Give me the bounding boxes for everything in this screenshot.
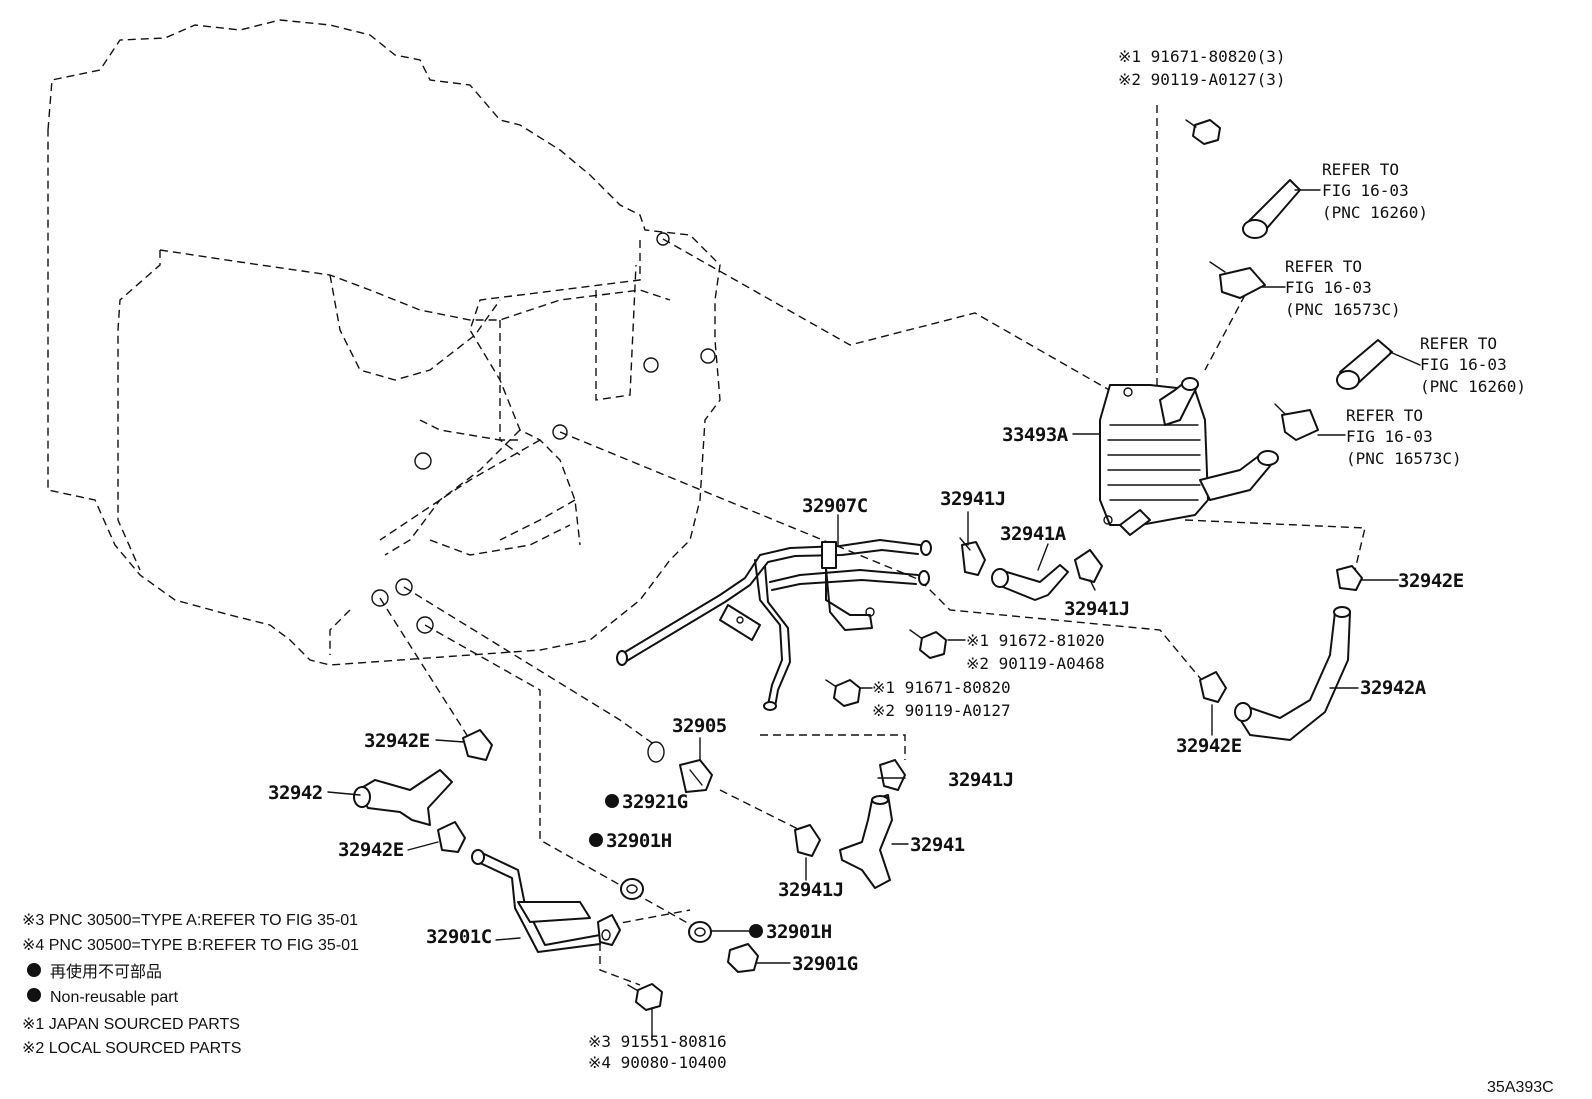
svg-text:REFER TO: REFER TO [1285, 257, 1362, 276]
bolt-bottom-type-a: ※3 91551-80816 [588, 1032, 727, 1051]
callout-32905: 32905 [672, 715, 727, 737]
callout-32901C: 32901C [426, 926, 492, 948]
bolt-mid-local: ※2 90119-A0468 [966, 654, 1105, 673]
reference-note-2: REFER TO FIG 16-03 (PNC 16573C) [1285, 257, 1401, 319]
pipe-bolt-lower [825, 679, 861, 707]
callout-32941A: 32941A [1000, 523, 1067, 545]
legend-nonreusable-jp: 再使用不可部品 [50, 963, 162, 981]
hose-32941 [839, 794, 893, 889]
callout-32942E-b: 32942E [1176, 735, 1242, 757]
svg-text:FIG 16-03: FIG 16-03 [1346, 427, 1433, 446]
callout-32941J-b: 32941J [1064, 598, 1130, 620]
bolt-mid-japan: ※1 91672-81020 [966, 631, 1105, 650]
hose-32942A [1234, 606, 1351, 741]
washer-32901H-lower [688, 921, 712, 943]
callout-32901H-b: 32901H [766, 921, 832, 943]
bolt-32901G [727, 943, 759, 973]
transaxle-housing [47, 19, 721, 666]
gasket-32921G [647, 741, 665, 763]
hose-32941A [991, 564, 1069, 601]
hose-32942 [353, 769, 453, 826]
reference-note-3: REFER TO FIG 16-03 (PNC 16260) [1420, 334, 1526, 396]
clamp-32942E-right [1336, 565, 1363, 591]
callout-32941: 32941 [910, 834, 965, 856]
ref-hose-upper [1242, 179, 1301, 239]
svg-text:REFER TO: REFER TO [1322, 160, 1399, 179]
callout-32941J-a: 32941J [940, 488, 1006, 510]
pipe-32901C [471, 849, 601, 953]
pipe-bolt-upper [909, 629, 947, 659]
nonreusable-dot-32901H-b [749, 924, 763, 938]
callout-32901G: 32901G [792, 953, 858, 975]
callout-32942E-d: 32942E [338, 839, 404, 861]
bolt-low-japan: ※1 91671-80820 [872, 678, 1011, 697]
cooler-bolt [1185, 119, 1221, 145]
callout-32942E-c: 32942E [364, 730, 430, 752]
ref-clamp-middle [1274, 403, 1319, 441]
callout-32941J-d: 32941J [948, 769, 1014, 791]
bolt-low-local: ※2 90119-A0127 [872, 701, 1011, 720]
washer-32901H-upper [620, 878, 644, 900]
nonreusable-dot-32901H-a [589, 833, 603, 847]
svg-text:FIG 16-03: FIG 16-03 [1420, 355, 1507, 374]
callout-32942A: 32942A [1360, 677, 1427, 699]
assembly-guide-lines [379, 105, 1366, 986]
reference-note-1: REFER TO FIG 16-03 (PNC 16260) [1322, 160, 1428, 222]
clamp-32941J-mid [1074, 549, 1103, 583]
reference-note-4: REFER TO FIG 16-03 (PNC 16573C) [1346, 406, 1462, 468]
clamp-32942E-lower-right [1199, 671, 1227, 703]
bolt-top-local: ※2 90119-A0127(3) [1118, 70, 1286, 89]
callout-32921G: 32921G [622, 791, 688, 813]
legend-nonreusable-en: Non-reusable part [50, 989, 179, 1006]
nonreusable-dot-32921G [605, 794, 619, 808]
clamp-32942E-left [462, 729, 493, 761]
svg-text:FIG 16-03: FIG 16-03 [1285, 278, 1372, 297]
legend-dot-jp [27, 963, 41, 977]
clamp-32942E-lower-left [437, 821, 466, 853]
ref-hose-middle [1336, 339, 1393, 390]
svg-text:(PNC 16260): (PNC 16260) [1420, 377, 1526, 396]
callout-32942: 32942 [268, 782, 323, 804]
bolt-bottom-type-b: ※4 90080-10400 [588, 1053, 727, 1072]
bottom-bolt [627, 983, 663, 1011]
figure-id: 35A393C [1487, 1079, 1554, 1096]
legend-local-sourced: ※2 LOCAL SOURCED PARTS [22, 1040, 241, 1057]
clamp-32941J-top [959, 537, 986, 576]
callout-leaders [327, 189, 1421, 1041]
callout-33493A: 33493A [1002, 424, 1069, 446]
oil-cooler-33493A [1099, 377, 1279, 536]
clamp-32941J-lower-center [794, 824, 821, 857]
callout-32942E-a: 32942E [1398, 570, 1464, 592]
plug-fitting [597, 914, 621, 946]
ref-clamp-upper [1209, 261, 1266, 299]
callout-32941J-c: 32941J [778, 879, 844, 901]
legend-japan-sourced: ※1 JAPAN SOURCED PARTS [22, 1016, 240, 1033]
svg-text:(PNC 16573C): (PNC 16573C) [1346, 449, 1462, 468]
svg-text:(PNC 16260): (PNC 16260) [1322, 203, 1428, 222]
legend: ※3 PNC 30500=TYPE A:REFER TO FIG 35-01 ※… [22, 912, 359, 1057]
callout-32907C: 32907C [802, 495, 868, 517]
sensor-32905 [679, 759, 713, 793]
clamp-32941J-lower-right [879, 759, 906, 791]
bolt-top-japan: ※1 91671-80820(3) [1118, 47, 1286, 66]
callout-32901H-a: 32901H [606, 830, 672, 852]
legend-note-type-a: ※3 PNC 30500=TYPE A:REFER TO FIG 35-01 [22, 912, 358, 929]
svg-text:FIG 16-03: FIG 16-03 [1322, 181, 1409, 200]
legend-dot-en [27, 988, 41, 1002]
pipe-assembly-32907C [616, 539, 932, 711]
svg-text:REFER TO: REFER TO [1420, 334, 1497, 353]
legend-note-type-b: ※4 PNC 30500=TYPE B:REFER TO FIG 35-01 [22, 937, 359, 954]
svg-text:REFER TO: REFER TO [1346, 406, 1423, 425]
svg-text:(PNC 16573C): (PNC 16573C) [1285, 300, 1401, 319]
